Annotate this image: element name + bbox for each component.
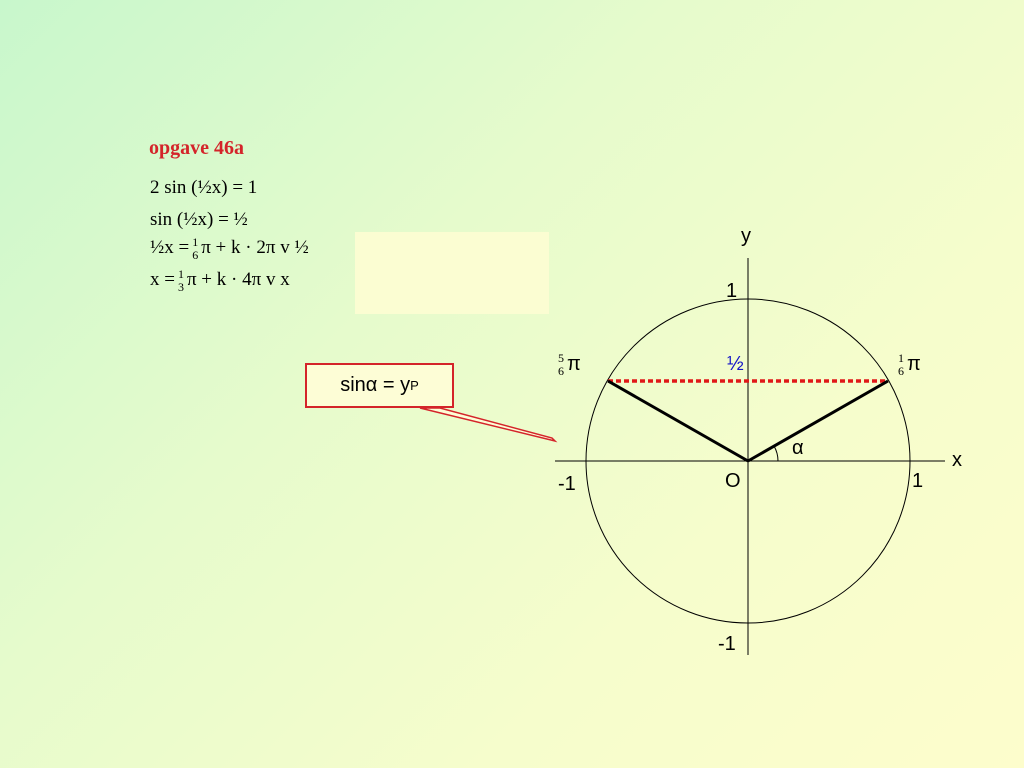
bottom-tick-label: -1 bbox=[718, 633, 736, 655]
right-point-pi: π bbox=[907, 353, 921, 375]
callout-subscript: P bbox=[410, 378, 419, 393]
equation-line-4-lhs: x = bbox=[150, 268, 175, 290]
equation-line-3-rest: π + k · 2π v ½ bbox=[201, 236, 309, 258]
callout-text: sinα = y bbox=[340, 374, 411, 396]
equation-line-4-rest: π + k · 4π v x bbox=[186, 268, 290, 290]
origin-label: O bbox=[725, 470, 741, 492]
right-tick-label: 1 bbox=[912, 470, 924, 492]
radius-right bbox=[747, 379, 889, 463]
half-label: ½ bbox=[727, 353, 744, 375]
top-tick-label: 1 bbox=[726, 280, 738, 302]
angle-arc bbox=[773, 445, 779, 462]
equation-line-3-lhs: ½x = bbox=[150, 236, 190, 258]
left-tick-label: -1 bbox=[558, 473, 576, 495]
left-point-pi: π bbox=[567, 353, 581, 375]
angle-alpha-label: α bbox=[792, 437, 804, 459]
radius-left bbox=[607, 379, 749, 463]
x-axis-label: x bbox=[952, 449, 962, 471]
cover-box bbox=[355, 232, 549, 314]
equation-line-2: sin (½x) = ½ bbox=[150, 209, 248, 230]
exercise-title: opgave 46a bbox=[149, 137, 244, 159]
callout-pointer bbox=[419, 407, 558, 443]
y-axis-label: y bbox=[741, 225, 751, 247]
equation-line-1: 2 sin (½x) = 1 bbox=[150, 177, 258, 198]
